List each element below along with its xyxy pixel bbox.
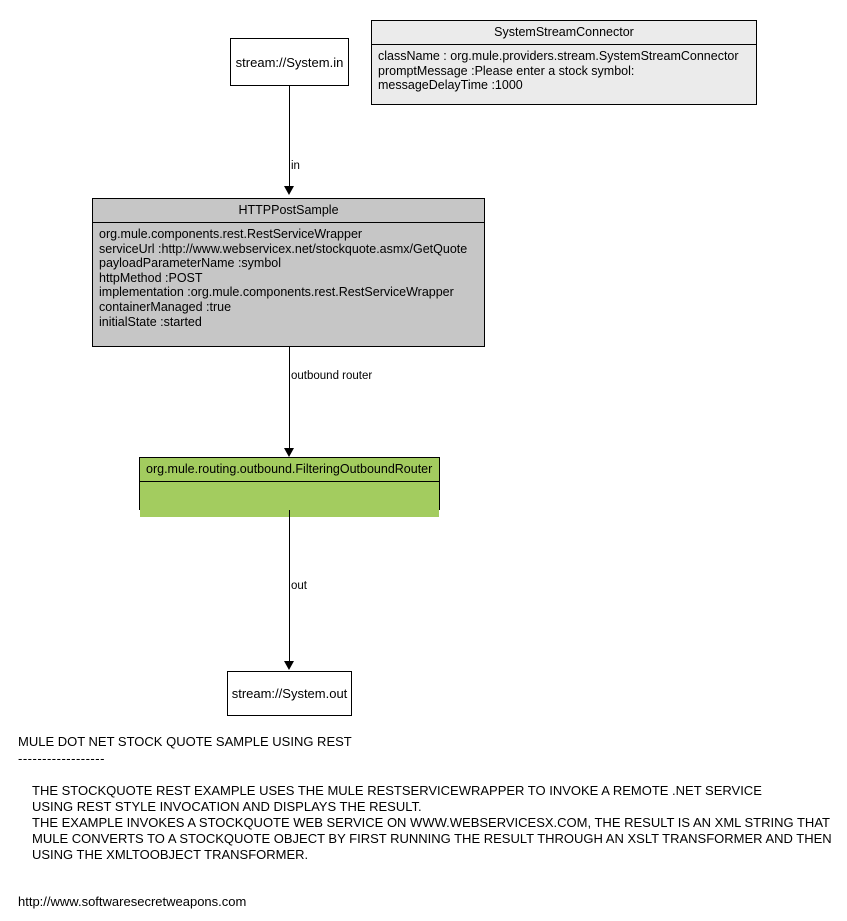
description-divider: ------------------ [18,751,105,766]
attribute-row: implementation :org.mule.components.rest… [99,285,454,300]
description-line: THE STOCKQUOTE REST EXAMPLE USES THE MUL… [32,783,762,798]
edge-out-arrowhead-icon [284,661,294,670]
footer-url[interactable]: http://www.softwaresecretweapons.com [18,894,247,909]
attribute-row: promptMessage :Please enter a stock symb… [378,63,635,78]
node-system-stream-connector-attributes: className : org.mule.providers.stream.Sy… [372,45,756,98]
node-http-post-sample[interactable]: HTTPPostSample org.mule.components.rest.… [92,198,485,347]
node-stream-system-out[interactable]: stream://System.out [227,671,352,716]
node-stream-system-out-label: stream://System.out [231,686,348,701]
attribute-row: httpMethod :POST [99,270,203,285]
attribute-row: payloadParameterName :symbol [99,256,282,271]
edge-out-line [289,510,290,661]
node-stream-system-in-label: stream://System.in [235,54,344,70]
edge-outbound-router-arrowhead-icon [284,448,294,457]
node-http-post-sample-attributes: org.mule.components.rest.RestServiceWrap… [93,223,484,335]
node-filtering-outbound-router[interactable]: org.mule.routing.outbound.FilteringOutbo… [139,457,440,517]
node-filtering-outbound-router-title: org.mule.routing.outbound.FilteringOutbo… [140,458,439,482]
edge-in-arrowhead-icon [284,186,294,195]
description-line: USING REST STYLE INVOCATION AND DISPLAYS… [32,799,422,814]
node-system-stream-connector[interactable]: SystemStreamConnector className : org.mu… [371,20,757,105]
edge-out-label: out [291,580,307,592]
edge-in-label: in [291,160,300,172]
description-line: USING THE XMLTOOBJECT TRANSFORMER. [32,847,309,862]
attribute-row: className : org.mule.providers.stream.Sy… [378,49,739,63]
node-system-stream-connector-title: SystemStreamConnector [372,21,756,45]
attribute-row: initialState :started [99,314,202,329]
edge-outbound-router-label: outbound router [291,370,373,382]
edge-outbound-router-line [289,347,290,448]
description-line: THE EXAMPLE INVOKES A STOCKQUOTE WEB SER… [32,815,830,830]
attribute-row: messageDelayTime :1000 [378,78,523,93]
description-body: THE STOCKQUOTE REST EXAMPLE USES THE MUL… [32,783,833,863]
description-block: MULE DOT NET STOCK QUOTE SAMPLE USING RE… [18,733,833,863]
node-http-post-sample-title: HTTPPostSample [93,199,484,223]
attribute-row: containerManaged :true [99,299,232,314]
description-title: MULE DOT NET STOCK QUOTE SAMPLE USING RE… [18,734,352,749]
edge-in-line [289,86,290,186]
node-stream-system-in[interactable]: stream://System.in [230,38,349,86]
attribute-row: serviceUrl :http://www.webservicex.net/s… [99,241,468,256]
attribute-row: org.mule.components.rest.RestServiceWrap… [99,227,363,241]
description-line: MULE CONVERTS TO A STOCKQUOTE OBJECT BY … [32,831,832,846]
